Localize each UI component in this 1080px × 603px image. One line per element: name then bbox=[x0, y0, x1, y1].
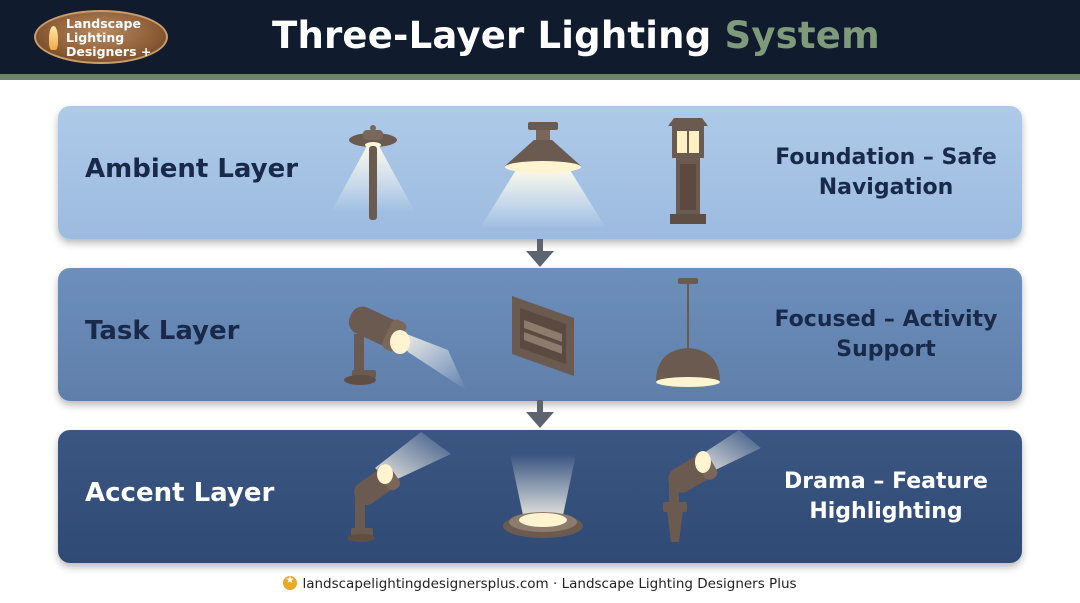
header-bar: Landscape Lighting Designers + Three-Lay… bbox=[0, 0, 1080, 74]
footer-url[interactable]: landscapelightingdesignersplus.com bbox=[302, 576, 549, 592]
layer-description: Focused – Activity Support bbox=[774, 307, 998, 362]
layer-description: Drama – Feature Highlighting bbox=[784, 469, 988, 524]
header-divider bbox=[0, 74, 1080, 80]
layer-description: Foundation – Safe Navigation bbox=[775, 145, 997, 200]
down-arrow-icon bbox=[526, 239, 554, 267]
path-light-icon bbox=[331, 125, 415, 220]
accent-layer-panel: Accent Layer Drama – Feature Highl bbox=[58, 430, 1022, 563]
layer-title: Task Layer bbox=[85, 316, 240, 346]
footer: landscapelightingdesignersplus.com · Lan… bbox=[0, 575, 1080, 592]
spotlight-icon bbox=[344, 306, 466, 390]
down-arrow-icon bbox=[526, 400, 554, 428]
task-layer-panel: Task Layer Focused – Activity Support bbox=[58, 268, 1022, 401]
uplight-icon bbox=[347, 432, 451, 542]
lantern-post-icon bbox=[668, 118, 708, 224]
pendant-dome-icon bbox=[656, 278, 720, 387]
page-title: Three-Layer Lighting System bbox=[272, 14, 880, 57]
flame-icon bbox=[49, 26, 58, 50]
layer-title: Accent Layer bbox=[85, 478, 275, 508]
step-light-icon bbox=[512, 296, 574, 376]
footer-company: Landscape Lighting Designers Plus bbox=[561, 576, 797, 592]
company-logo[interactable]: Landscape Lighting Designers + bbox=[34, 10, 168, 64]
well-light-icon bbox=[503, 454, 583, 538]
ceiling-pendant-icon bbox=[480, 122, 606, 228]
stake-spotlight-icon bbox=[663, 430, 761, 542]
star-badge-icon bbox=[283, 575, 298, 590]
logo-text: Landscape Lighting Designers + bbox=[66, 16, 152, 59]
ambient-layer-panel: Ambient Layer Foundation – Safe Navigati… bbox=[58, 106, 1022, 239]
layer-title: Ambient Layer bbox=[85, 154, 299, 184]
